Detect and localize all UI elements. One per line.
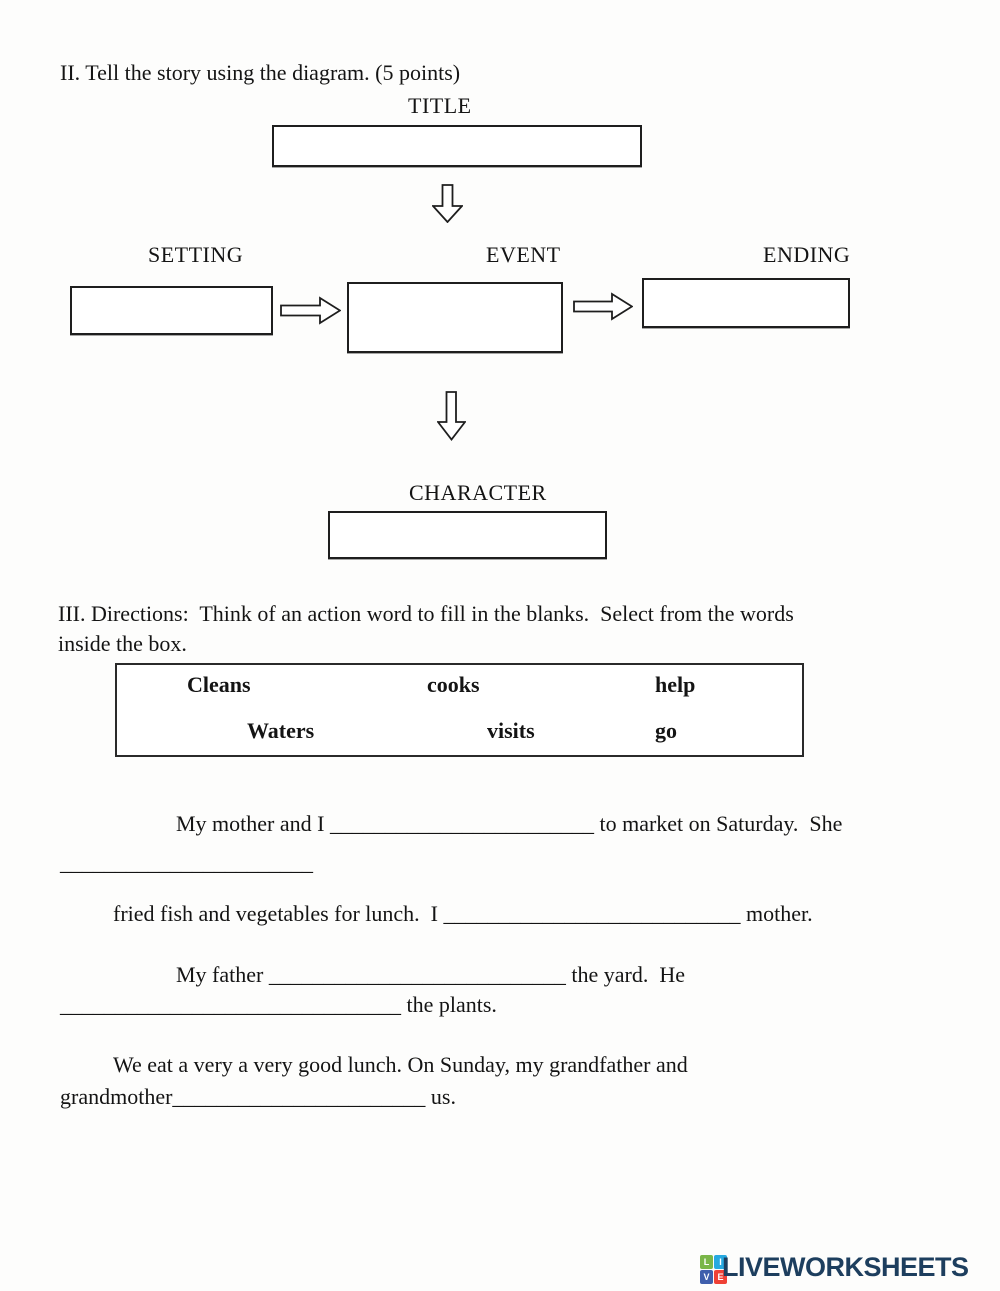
logo-tile-e: E <box>714 1270 727 1284</box>
sentence-line-4[interactable]: My father ___________________________ th… <box>176 962 685 987</box>
diagram-ending-label: ENDING <box>763 242 851 267</box>
liveworksheets-wordmark[interactable]: LIVEWORKSHEETS <box>722 1252 969 1282</box>
word-bank-item-go: go <box>655 718 677 743</box>
word-bank-item-help: help <box>655 672 696 697</box>
diagram-character-label: CHARACTER <box>409 480 547 505</box>
word-bank-box <box>115 663 804 757</box>
diagram-setting-label: SETTING <box>148 242 244 267</box>
section2-heading: II. Tell the story using the diagram. (5… <box>60 60 461 85</box>
event-answer-box[interactable] <box>347 282 563 353</box>
logo-tile-i: I <box>714 1255 727 1269</box>
section3-heading-line2: inside the box. <box>58 631 187 656</box>
sentence-line-5[interactable]: _______________________________ the plan… <box>60 992 497 1017</box>
word-bank-item-cooks: cooks <box>427 672 480 697</box>
down-block-arrow-icon <box>437 391 466 441</box>
title-answer-box[interactable] <box>272 125 642 167</box>
diagram-event-label: EVENT <box>486 242 561 267</box>
sentence-line-1[interactable]: My mother and I ________________________… <box>176 811 843 836</box>
word-bank-item-waters: Waters <box>247 718 315 743</box>
logo-tile-l: L <box>700 1255 713 1269</box>
logo-tile-v: V <box>700 1270 713 1284</box>
liveworksheets-logo-icon[interactable]: L I V E <box>700 1255 727 1285</box>
character-answer-box[interactable] <box>328 511 607 559</box>
ending-answer-box[interactable] <box>642 278 850 328</box>
sentence-line-2-blank[interactable]: _______________________ <box>60 850 313 875</box>
diagram-title-label: TITLE <box>408 93 472 118</box>
down-block-arrow-icon <box>432 184 463 223</box>
word-bank-item-visits: visits <box>487 718 535 743</box>
word-bank-item-cleans: Cleans <box>187 672 251 697</box>
right-block-arrow-icon <box>573 292 633 321</box>
sentence-line-3[interactable]: fried fish and vegetables for lunch. I _… <box>113 901 813 926</box>
right-block-arrow-icon <box>280 296 341 325</box>
setting-answer-box[interactable] <box>70 286 273 335</box>
sentence-line-7[interactable]: grandmother_______________________ us. <box>60 1084 456 1109</box>
section3-heading-line1: III. Directions: Think of an action word… <box>58 601 794 626</box>
sentence-line-6: We eat a very a very good lunch. On Sund… <box>113 1052 688 1077</box>
